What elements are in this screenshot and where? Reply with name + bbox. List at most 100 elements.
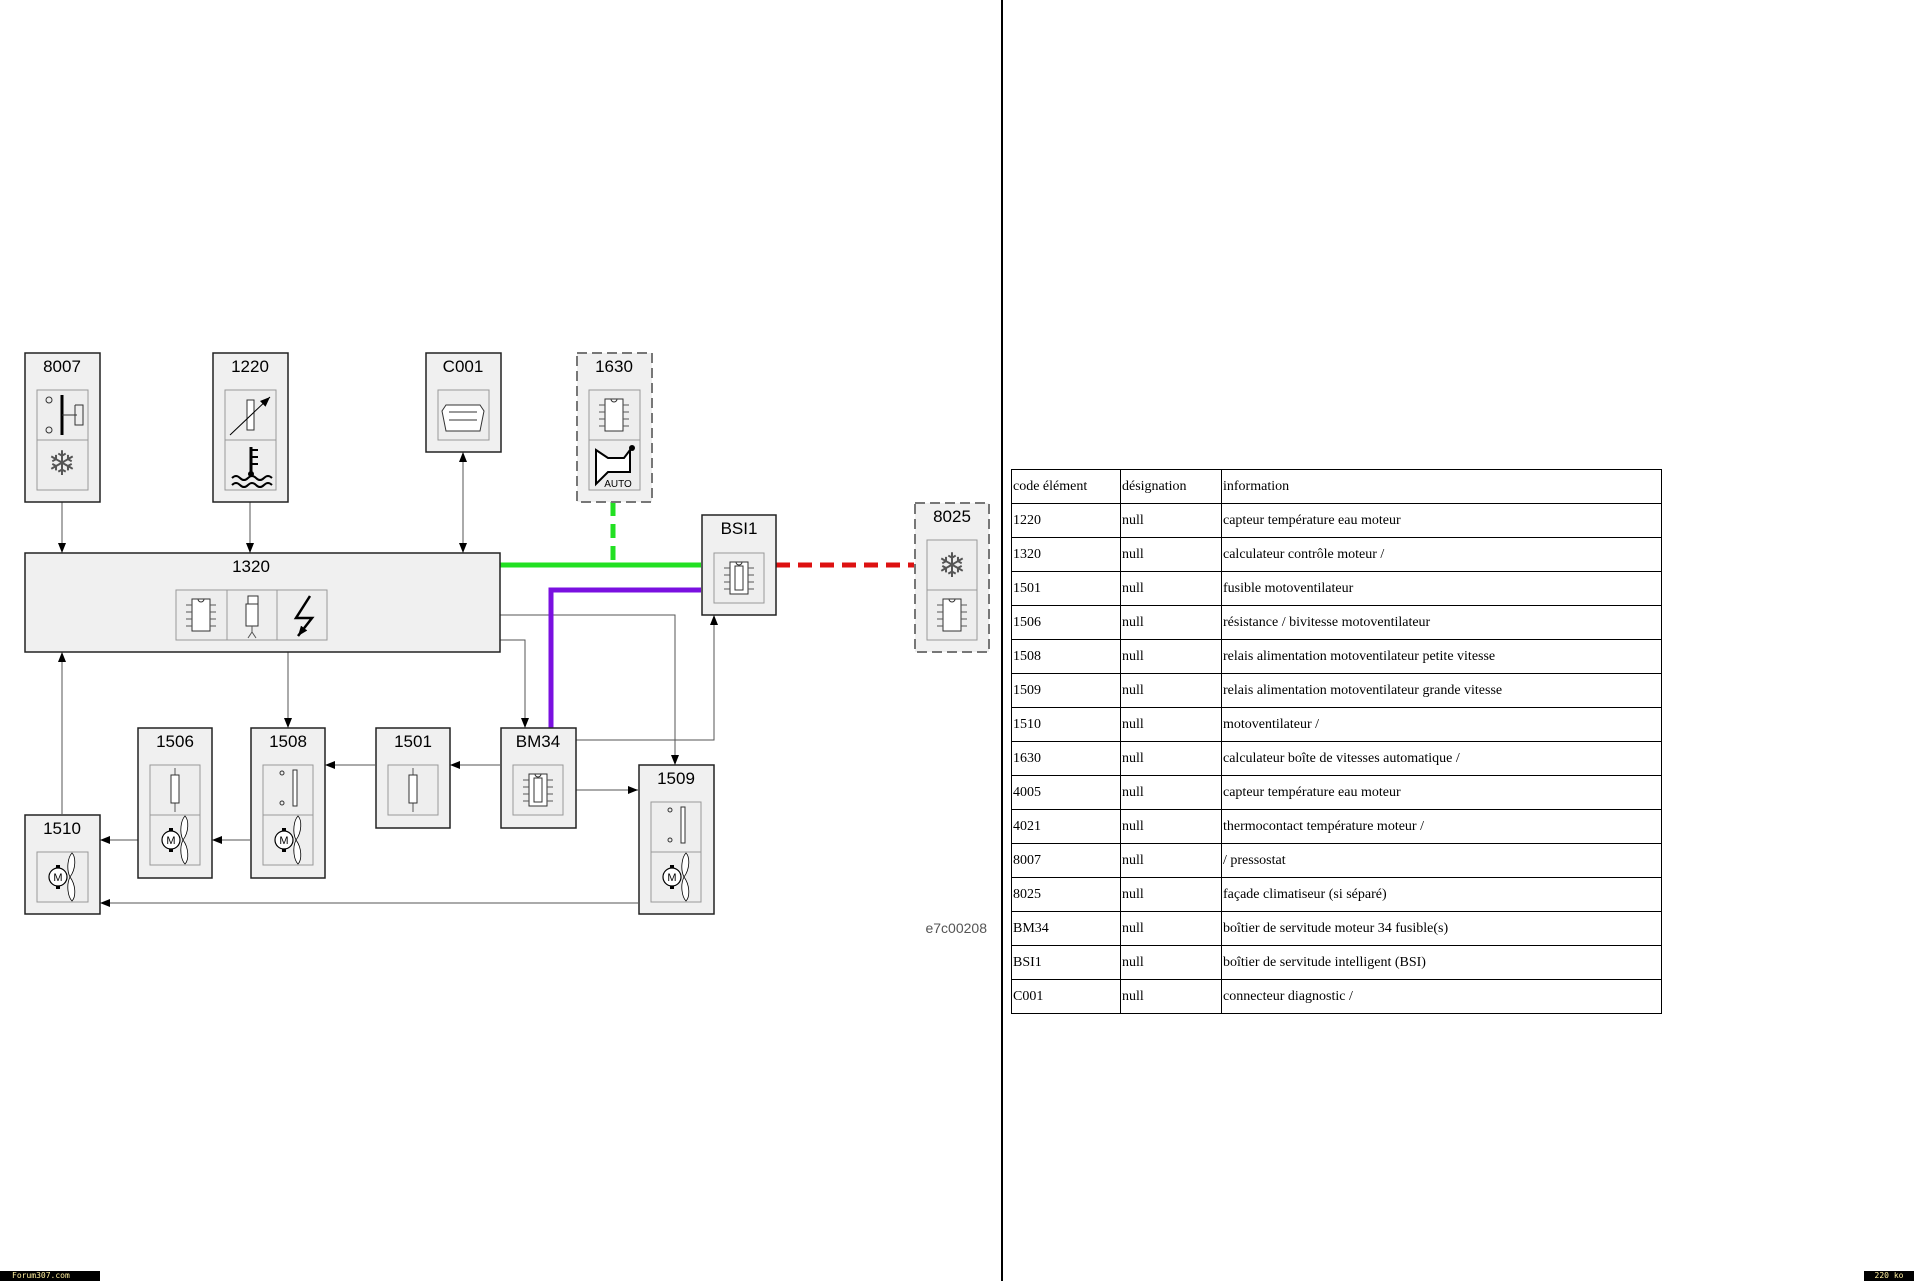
cell-information: boîtier de servitude intelligent (BSI) xyxy=(1221,945,1662,980)
cell-code: 1508 xyxy=(1011,639,1121,674)
gearbox-auto-icon xyxy=(595,445,635,487)
cell-information: connecteur diagnostic / xyxy=(1221,979,1662,1014)
diagnostic-connector-icon xyxy=(441,404,485,432)
cell-designation: null xyxy=(1120,639,1222,674)
component-8007[interactable]: 8007 ❄ xyxy=(24,352,101,503)
cell-designation: null xyxy=(1120,537,1222,572)
component-label: BSI1 xyxy=(721,519,758,538)
relay-switch-icon xyxy=(279,769,298,807)
ignition-spark-icon xyxy=(293,595,315,637)
fuse-icon xyxy=(408,768,418,812)
legend-table: code élément désignation information 122… xyxy=(1011,469,1662,1014)
cell-designation: null xyxy=(1120,605,1222,640)
snowflake-icon: ❄ xyxy=(938,547,967,585)
cell-code: BSI1 xyxy=(1011,945,1121,980)
cell-designation: null xyxy=(1120,843,1222,878)
component-label: 1508 xyxy=(269,732,307,751)
coolant-temperature-icon xyxy=(231,447,273,488)
component-label: 1320 xyxy=(232,557,270,576)
cell-code: 4005 xyxy=(1011,775,1121,810)
pressure-switch-icon xyxy=(45,395,84,435)
component-BSI1[interactable]: BSI1 xyxy=(701,514,777,616)
component-1506[interactable]: 1506 xyxy=(137,727,213,879)
cell-code: 1630 xyxy=(1011,741,1121,776)
cell-code: 8025 xyxy=(1011,877,1121,912)
component-label: 1220 xyxy=(231,357,269,376)
header-information: information xyxy=(1221,469,1662,504)
cell-code: 1509 xyxy=(1011,673,1121,708)
cell-designation: null xyxy=(1120,809,1222,844)
cell-code: 1320 xyxy=(1011,537,1121,572)
component-1630[interactable]: 1630 AUTO xyxy=(576,352,653,503)
diagram-reference: e7c00208 xyxy=(925,920,987,936)
cell-designation: null xyxy=(1120,945,1222,980)
fuse-box-icon xyxy=(522,773,554,807)
component-label: 8025 xyxy=(933,507,971,526)
wiring-diagram: M 8007 ❄ xyxy=(24,352,990,936)
cell-designation: null xyxy=(1120,741,1222,776)
cell-information: relais alimentation motoventilateur peti… xyxy=(1221,639,1662,674)
cell-designation: null xyxy=(1120,979,1222,1014)
component-label: 8007 xyxy=(43,357,81,376)
cell-designation: null xyxy=(1120,877,1222,912)
component-label: 1506 xyxy=(156,732,194,751)
cell-designation: null xyxy=(1120,673,1222,708)
component-8025[interactable]: 8025 ❄ xyxy=(914,502,990,653)
relay-switch-icon xyxy=(667,806,686,844)
cell-designation: null xyxy=(1120,503,1222,538)
component-1320[interactable]: 1320 xyxy=(24,552,501,653)
component-label: BM34 xyxy=(516,732,560,751)
table-header-row: code élément désignation information xyxy=(1011,469,1662,504)
cell-information: calculateur boîte de vitesses automatiqu… xyxy=(1221,741,1662,776)
header-designation: désignation xyxy=(1120,469,1222,504)
thermistor-icon xyxy=(229,396,271,436)
cell-code: 8007 xyxy=(1011,843,1121,878)
panel-divider xyxy=(1001,0,1003,1281)
cell-designation: null xyxy=(1120,911,1222,946)
component-BM34[interactable]: BM34 xyxy=(500,727,577,829)
cell-code: 1220 xyxy=(1011,503,1121,538)
component-1508[interactable]: 1508 xyxy=(250,727,326,879)
cell-information: / pressostat xyxy=(1221,843,1662,878)
component-label: 1630 xyxy=(595,357,633,376)
power-line xyxy=(548,587,701,728)
component-label: 1501 xyxy=(394,732,432,751)
site-watermark: Forum307.com xyxy=(0,1271,100,1281)
injector-icon xyxy=(245,595,259,639)
cell-designation: null xyxy=(1120,707,1222,742)
component-1510[interactable]: 1510 xyxy=(24,814,101,915)
header-code: code élément xyxy=(1011,469,1121,504)
cell-code: 1501 xyxy=(1011,571,1121,606)
component-1509[interactable]: 1509 xyxy=(638,764,715,915)
cell-information: façade climatiseur (si séparé) xyxy=(1221,877,1662,912)
component-C001[interactable]: C001 xyxy=(425,352,502,453)
cell-information: fusible motoventilateur xyxy=(1221,571,1662,606)
cell-information: calculateur contrôle moteur / xyxy=(1221,537,1662,572)
cell-information: motoventilateur / xyxy=(1221,707,1662,742)
cell-designation: null xyxy=(1120,571,1222,606)
cell-code: 1506 xyxy=(1011,605,1121,640)
cell-code: C001 xyxy=(1011,979,1121,1014)
component-label: 1510 xyxy=(43,819,81,838)
wires xyxy=(58,452,718,907)
cell-designation: null xyxy=(1120,775,1222,810)
file-size: 220 ko xyxy=(1864,1271,1914,1281)
cell-information: capteur température eau moteur xyxy=(1221,775,1662,810)
component-1501[interactable]: 1501 xyxy=(375,727,451,829)
component-label: C001 xyxy=(443,357,484,376)
component-1220[interactable]: 1220 xyxy=(212,352,289,503)
cell-information: thermocontact température moteur / xyxy=(1221,809,1662,844)
snowflake-icon: ❄ xyxy=(48,445,77,483)
cell-code: BM34 xyxy=(1011,911,1121,946)
